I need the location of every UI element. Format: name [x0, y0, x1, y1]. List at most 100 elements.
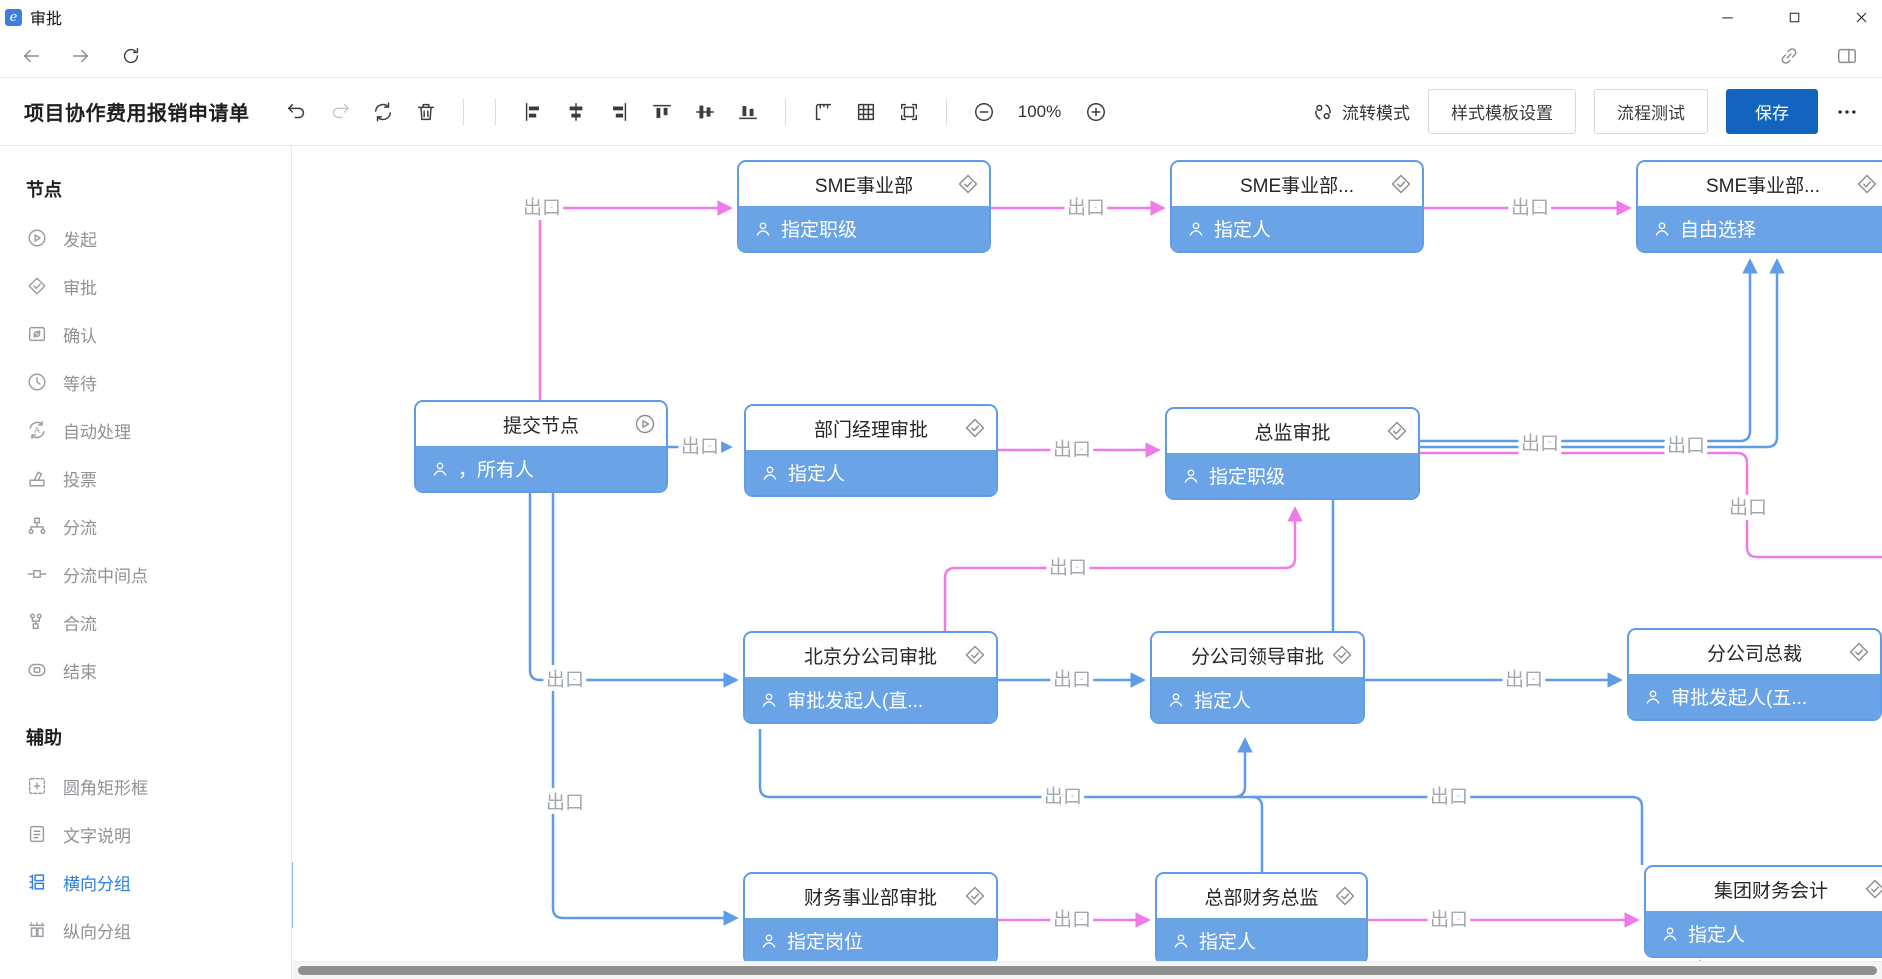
save-button[interactable]: 保存 [1726, 89, 1818, 134]
flow-node[interactable]: SME事业部...指定人 [1170, 160, 1424, 253]
panel-toggle-button[interactable] [1836, 45, 1858, 67]
nav-forward-button[interactable] [70, 45, 92, 67]
sidebar-item-vote[interactable]: 投票 [26, 454, 265, 502]
node-assignee-bar: 指定职级 [1167, 453, 1418, 498]
align-middle-button[interactable] [694, 101, 716, 123]
sidebar-item-approval[interactable]: 审批 [26, 262, 265, 310]
undo-button[interactable] [286, 101, 308, 123]
refresh-button[interactable] [372, 101, 394, 123]
trash-button[interactable] [415, 101, 437, 123]
flow-mode-toggle[interactable]: 流转模式 [1312, 99, 1410, 124]
close-button[interactable] [1853, 9, 1870, 26]
rect-frame-icon [26, 775, 48, 797]
sidebar-item-h-group[interactable]: 横向分组 [26, 858, 265, 906]
sidebar-item-label: 发起 [63, 230, 97, 250]
person-icon [754, 220, 772, 238]
node-title-bar: 分公司领导审批 [1152, 633, 1363, 677]
sidebar-item-v-group[interactable]: 纵向分组 [26, 906, 265, 954]
edge-label: 出口 [1729, 497, 1767, 519]
flow-node[interactable]: 部门经理审批指定人 [744, 404, 998, 497]
edge-label: 出口 [546, 669, 584, 691]
align-left-button[interactable] [522, 101, 544, 123]
flow-canvas[interactable]: 出口出口出口出口出口出口出口出口出口出口出口出口出口出口出口出口出口 SME事业… [293, 147, 1882, 979]
edge-label: 出口 [1053, 669, 1091, 691]
sidebar-section-title: 辅助 [26, 728, 62, 748]
node-title: 部门经理审批 [813, 419, 928, 441]
align-bottom-button[interactable] [737, 101, 759, 123]
flow-node[interactable]: 总部财务总监指定人 [1155, 872, 1368, 965]
link-button[interactable] [1778, 45, 1800, 67]
more-button[interactable] [1836, 101, 1858, 123]
zoom-out-button[interactable] [973, 101, 995, 123]
edge-label: 出口 [681, 436, 719, 458]
node-assignee-bar: 审批发起人(直... [745, 677, 996, 722]
zoom-in-button[interactable] [1085, 101, 1107, 123]
sidebar-item-end[interactable]: 结束 [26, 646, 265, 694]
app-title: 审批 [30, 11, 63, 28]
fit-screen-button[interactable] [898, 101, 920, 123]
sidebar-item-split[interactable]: 分流 [26, 502, 265, 550]
flow-node[interactable]: SME事业部...自由选择 [1636, 160, 1882, 253]
nav-reload-button[interactable] [120, 45, 142, 67]
sidebar-item-confirm[interactable]: 确认 [26, 310, 265, 358]
node-assignee: 指定职级 [781, 220, 858, 241]
approval-icon [1847, 640, 1871, 664]
node-assignee: 指定人 [1194, 691, 1252, 712]
sidebar-item-rect-frame[interactable]: 圆角矩形框 [26, 762, 265, 810]
sidebar-item-text-note[interactable]: 文字说明 [26, 810, 265, 858]
approval-icon [1389, 172, 1413, 196]
maximize-button[interactable] [1786, 9, 1803, 26]
flow-node[interactable]: 集团财务会计指定人 [1644, 865, 1882, 958]
person-icon [1172, 932, 1190, 950]
sidebar-item-merge[interactable]: 合流 [26, 598, 265, 646]
node-assignee: 指定职级 [1209, 467, 1286, 488]
minimize-button[interactable] [1719, 9, 1736, 26]
sidebar-item-split-mid[interactable]: 分流中间点 [26, 550, 265, 598]
horizontal-scrollbar[interactable] [293, 961, 1882, 979]
flow-node[interactable]: 北京分公司审批审批发起人(直... [743, 631, 998, 724]
node-assignee: 审批发起人(五... [1671, 688, 1808, 709]
toolbar-separator [784, 98, 786, 125]
sidebar-item-wait[interactable]: 等待 [26, 358, 265, 406]
flow-node[interactable]: 分公司总裁审批发起人(五... [1627, 628, 1882, 721]
align-right-button[interactable] [608, 101, 630, 123]
node-assignee-bar: 指定职级 [739, 206, 989, 251]
node-assignee-bar: 指定人 [1157, 918, 1366, 963]
toolbar-right: 流转模式 样式模板设置 流程测试 保存 [1312, 89, 1858, 134]
sidebar-section-title: 节点 [26, 180, 62, 200]
flow-edge-blue [551, 493, 739, 926]
flow-test-button[interactable]: 流程测试 [1594, 89, 1708, 134]
node-title-bar: 北京分公司审批 [745, 633, 996, 677]
sidebar-item-start[interactable]: 发起 [26, 214, 265, 262]
flow-edge-blue [1420, 258, 1785, 449]
edge-label: 出口 [1053, 439, 1091, 461]
grid-button[interactable] [855, 101, 877, 123]
node-assignee-bar: 审批发起人(五... [1629, 674, 1880, 719]
redo-button[interactable] [329, 101, 351, 123]
flow-node[interactable]: SME事业部指定职级 [737, 160, 991, 253]
wait-icon [26, 371, 48, 393]
flow-node[interactable]: 提交节点，所有人 [414, 400, 668, 493]
node-title-bar: 分公司总裁 [1629, 630, 1880, 674]
flow-node[interactable]: 财务事业部审批指定岗位 [743, 872, 998, 965]
nav-back-button[interactable] [20, 45, 42, 67]
canvas-layer: 出口出口出口出口出口出口出口出口出口出口出口出口出口出口出口出口出口 SME事业… [293, 147, 1882, 979]
nav-bar [0, 34, 1882, 78]
flow-edge-blue [1251, 795, 1264, 872]
title-bar: e 审批 [0, 0, 1882, 34]
window-controls [1719, 0, 1870, 34]
flow-node[interactable]: 分公司领导审批指定人 [1150, 631, 1365, 724]
person-icon [1661, 925, 1679, 943]
person-icon [1187, 220, 1205, 238]
align-center-button[interactable] [565, 101, 587, 123]
sidebar-item-label: 自动处理 [63, 422, 131, 442]
edge-label: 出口 [546, 792, 584, 814]
flow-node[interactable]: 总监审批指定职级 [1165, 407, 1420, 500]
scrollbar-thumb[interactable] [298, 966, 1877, 975]
align-top-button[interactable] [651, 101, 673, 123]
zoom-level: 100% [1017, 101, 1062, 121]
node-title: 总监审批 [1254, 422, 1331, 444]
style-template-button[interactable]: 样式模板设置 [1428, 89, 1576, 134]
ruler-button[interactable] [812, 101, 834, 123]
